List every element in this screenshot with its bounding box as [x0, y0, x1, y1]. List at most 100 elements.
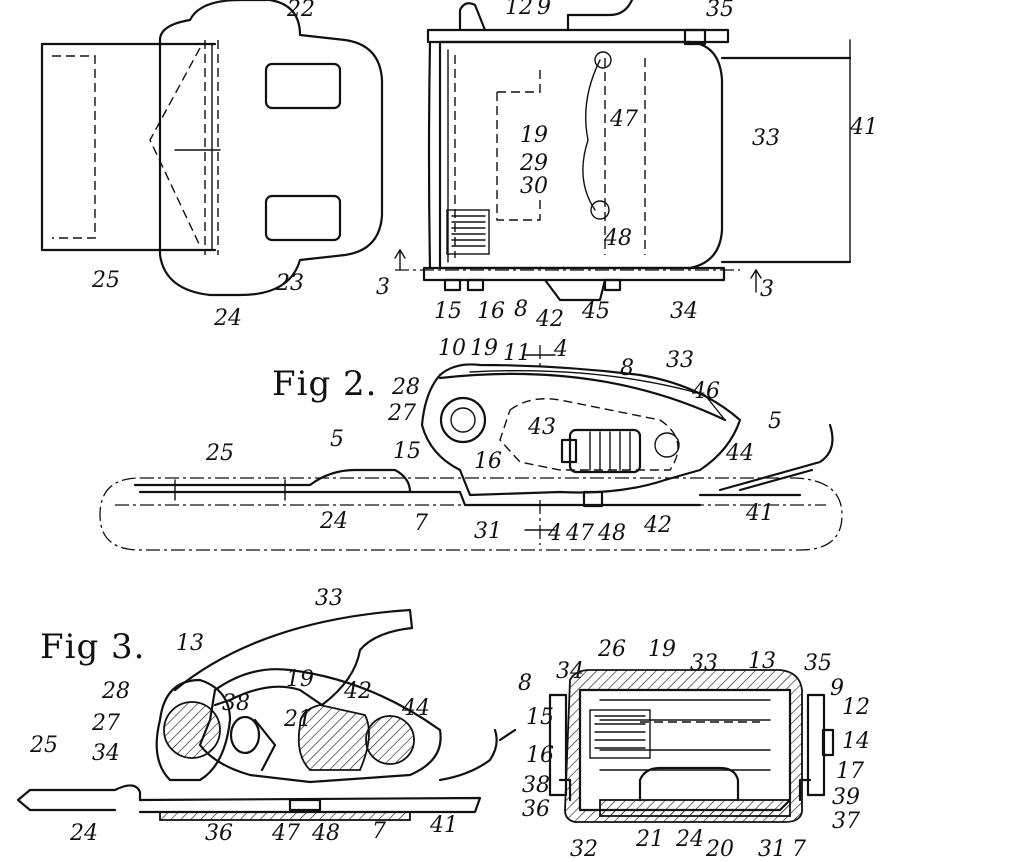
label-28: 28 [101, 679, 130, 704]
label-47: 47 [609, 107, 638, 132]
label-34: 34 [556, 659, 584, 684]
label-44: 44 [725, 441, 754, 466]
figure-3-section-view: Fig 3. [16, 608, 517, 821]
label-17: 17 [836, 759, 864, 784]
figure-2-side-view: Fig 2. [99, 345, 843, 551]
label-42: 42 [643, 513, 672, 538]
label-20: 20 [705, 837, 734, 862]
label-16: 16 [526, 743, 554, 768]
label-33: 33 [690, 651, 718, 676]
cross-section-view [548, 669, 835, 823]
label-27: 27 [91, 711, 120, 736]
label-30: 30 [520, 174, 548, 199]
label-19: 19 [286, 667, 314, 692]
label-25: 25 [205, 441, 234, 466]
reference-labels-section: 26 19 33 13 35 34 8 9 12 15 14 16 17 38 … [518, 637, 870, 862]
strap-25 [40, 42, 217, 252]
label-24: 24 [213, 306, 242, 331]
label-33: 33 [752, 126, 780, 151]
figure-2-title: Fig 2. [272, 364, 377, 404]
label-7: 7 [414, 511, 428, 536]
label-48: 48 [603, 226, 632, 251]
label-29: 29 [519, 151, 548, 176]
label-25: 25 [29, 733, 58, 758]
label-13: 13 [176, 631, 204, 656]
reference-labels-fig3: 33 13 19 42 44 28 38 21 27 25 34 24 36 4… [29, 586, 458, 846]
label-47: 47 [271, 821, 300, 846]
strap-41 [720, 39, 852, 264]
label-25: 25 [91, 268, 120, 293]
label-38: 38 [522, 773, 550, 798]
tongue-plate-24 [158, 0, 384, 297]
label-41: 41 [745, 501, 774, 526]
label-38: 38 [222, 691, 250, 716]
label-24: 24 [69, 821, 98, 846]
label-26: 26 [597, 637, 626, 662]
label-31: 31 [758, 837, 786, 862]
label-4-bottom: 4 [547, 521, 562, 546]
label-5-right: 5 [768, 409, 782, 434]
label-11: 11 [503, 341, 531, 366]
label-16: 16 [477, 299, 505, 324]
label-45: 45 [581, 299, 610, 324]
label-19: 19 [470, 336, 498, 361]
label-42: 42 [343, 679, 372, 704]
label-12: 12 [842, 695, 870, 720]
label-24: 24 [319, 509, 348, 534]
label-4-top: 4 [553, 337, 568, 362]
label-39: 39 [832, 785, 860, 810]
label-34: 34 [670, 299, 698, 324]
label-42: 42 [535, 307, 564, 332]
label-23: 23 [275, 271, 304, 296]
figure-3-title: Fig 3. [40, 627, 145, 667]
label-43: 43 [527, 415, 556, 440]
label-14: 14 [842, 729, 870, 754]
label-3-left: 3 [376, 275, 390, 300]
label-21: 21 [283, 707, 312, 732]
label-34: 34 [92, 741, 120, 766]
label-3-right: 3 [760, 277, 774, 302]
label-9: 9 [830, 676, 844, 701]
figure-1-top-view [40, 0, 852, 302]
label-27: 27 [387, 401, 416, 426]
label-7: 7 [372, 819, 386, 844]
label-33: 33 [315, 586, 343, 611]
reference-labels-fig2: 10 19 11 4 8 33 28 27 46 5 15 16 43 5 44… [205, 336, 782, 546]
label-41: 41 [429, 813, 458, 838]
label-22: 22 [286, 0, 315, 22]
label-35: 35 [804, 651, 832, 676]
buckle-body-top [422, 0, 730, 302]
reference-labels-fig1: 22 12 9 35 47 33 41 19 29 30 48 25 24 23… [91, 0, 878, 332]
label-5-left: 5 [330, 427, 344, 452]
label-47: 47 [565, 521, 594, 546]
label-48: 48 [597, 521, 626, 546]
label-36: 36 [205, 821, 233, 846]
label-19: 19 [520, 123, 548, 148]
label-8: 8 [514, 297, 528, 322]
label-8: 8 [620, 356, 634, 381]
label-33: 33 [666, 348, 694, 373]
label-9: 9 [537, 0, 551, 20]
label-36: 36 [522, 797, 550, 822]
label-15: 15 [526, 705, 554, 730]
label-10: 10 [438, 336, 466, 361]
label-37: 37 [832, 809, 860, 834]
label-44: 44 [401, 696, 430, 721]
label-12: 12 [505, 0, 533, 20]
label-31: 31 [474, 519, 502, 544]
label-21: 21 [635, 827, 664, 852]
label-48: 48 [311, 821, 340, 846]
label-8: 8 [518, 671, 532, 696]
label-7: 7 [792, 837, 806, 862]
label-32: 32 [570, 837, 598, 862]
label-16: 16 [474, 449, 502, 474]
label-13: 13 [748, 649, 776, 674]
label-28: 28 [391, 375, 420, 400]
label-24: 24 [675, 827, 704, 852]
label-15: 15 [393, 439, 421, 464]
label-35: 35 [706, 0, 734, 22]
label-46: 46 [691, 379, 720, 404]
label-15: 15 [434, 299, 462, 324]
label-41: 41 [849, 115, 878, 140]
